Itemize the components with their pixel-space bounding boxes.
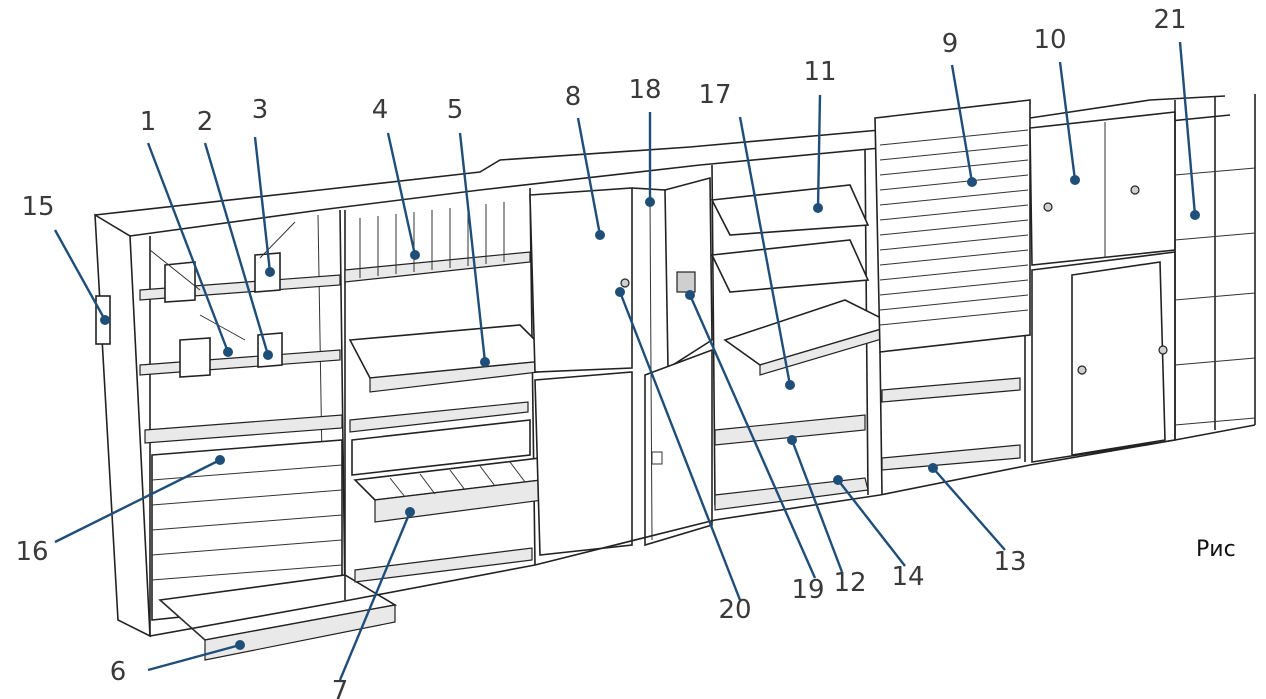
shelving-base-edge <box>149 424 1256 637</box>
callout-dot-21 <box>1190 210 1200 220</box>
section-b <box>344 187 560 600</box>
callout-number-21: 21 <box>1153 5 1186 35</box>
callout-number-12: 12 <box>833 568 866 598</box>
callout-leader-9 <box>950 64 974 183</box>
callout-dot-5 <box>480 357 490 367</box>
callout-dot-18 <box>645 197 655 207</box>
callout-leader-21 <box>1178 41 1197 216</box>
callout-leader-20 <box>618 291 742 601</box>
callout-leader-2 <box>203 142 270 356</box>
callout-number-4: 4 <box>372 95 389 125</box>
callout-number-18: 18 <box>628 75 661 105</box>
callout-number-16: 16 <box>15 537 48 567</box>
callout-dot-7 <box>405 507 415 517</box>
callout-leader-1 <box>146 142 230 353</box>
section-g-narrow-shelf <box>1174 94 1256 440</box>
callout-number-1: 1 <box>140 107 157 137</box>
callout-leader-15 <box>53 229 107 321</box>
callout-leader-6 <box>147 643 241 672</box>
callout-dot-13 <box>928 463 938 473</box>
callout-number-10: 10 <box>1033 25 1066 55</box>
callout-number-11: 11 <box>803 57 836 87</box>
section-c-cabinet <box>529 176 713 556</box>
callout-leader-12 <box>790 439 844 573</box>
callout-number-15: 15 <box>21 192 54 222</box>
callout-leader-14 <box>837 479 906 567</box>
section-a <box>139 209 398 661</box>
callout-dot-16 <box>215 455 225 465</box>
callout-leader-3 <box>253 136 272 273</box>
shelving-top-edge <box>94 95 1226 216</box>
callout-number-8: 8 <box>565 82 582 112</box>
callout-dot-4 <box>410 250 420 260</box>
callout-leader-4 <box>386 132 417 256</box>
callout-number-5: 5 <box>447 95 464 125</box>
callout-number-2: 2 <box>197 107 214 137</box>
callout-leader-17 <box>738 116 792 386</box>
section-d <box>710 149 898 511</box>
callout-leader-5 <box>458 132 487 363</box>
callout-dot-15 <box>100 315 110 325</box>
callout-number-13: 13 <box>993 547 1026 577</box>
callout-dot-14 <box>833 475 843 485</box>
callout-number-7: 7 <box>332 676 349 699</box>
callout-leader-13 <box>932 467 1006 551</box>
section-e-roller <box>874 99 1031 496</box>
callout-number-6: 6 <box>110 657 127 687</box>
left-end-panel <box>94 213 151 638</box>
callout-number-3: 3 <box>252 95 269 125</box>
callout-dot-3 <box>265 267 275 277</box>
callout-dot-20 <box>615 287 625 297</box>
callout-leader-8 <box>576 117 602 236</box>
callout-dot-1 <box>223 347 233 357</box>
callout-dot-19 <box>685 290 695 300</box>
callout-dot-17 <box>785 380 795 390</box>
callout-dot-6 <box>235 640 245 650</box>
callout-number-14: 14 <box>891 562 924 592</box>
callout-leader-7 <box>338 511 412 681</box>
callout-leader-11 <box>816 94 822 209</box>
callout-number-19: 19 <box>791 575 824 605</box>
callout-number-20: 20 <box>718 595 751 625</box>
callout-leader-10 <box>1058 61 1077 181</box>
callout-dot-12 <box>787 435 797 445</box>
callout-dot-2 <box>263 350 273 360</box>
callout-dot-9 <box>967 177 977 187</box>
figure-caption: Рис <box>1196 537 1236 562</box>
callout-leader-16 <box>54 458 221 544</box>
callout-number-17: 17 <box>698 80 731 110</box>
callout-dot-10 <box>1070 175 1080 185</box>
callout-leader-19 <box>688 294 817 579</box>
callout-dot-11 <box>813 203 823 213</box>
section-f-cabinets <box>1029 111 1176 463</box>
callout-dot-8 <box>595 230 605 240</box>
callout-number-9: 9 <box>942 29 959 59</box>
